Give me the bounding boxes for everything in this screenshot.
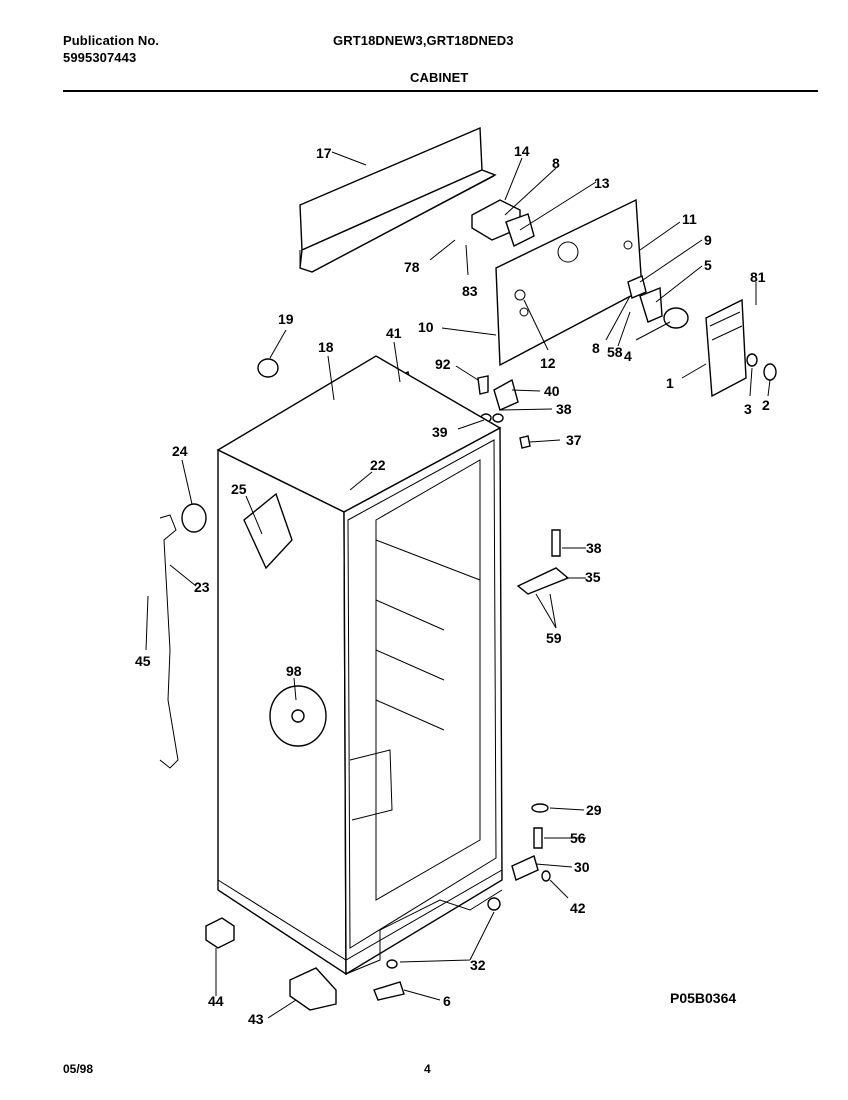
callout-2: 2	[762, 397, 770, 413]
cap-part	[257, 358, 279, 378]
bracket-part	[471, 199, 535, 247]
callout-3: 3	[744, 401, 752, 417]
publication-number: 5995307443	[63, 50, 137, 65]
callout-37: 37	[566, 432, 582, 448]
bottom-parts	[511, 803, 551, 882]
light-housing-part	[705, 298, 777, 398]
footer-date: 05/98	[63, 1062, 94, 1076]
callout-14: 14	[514, 143, 530, 159]
callout-18: 18	[318, 339, 334, 355]
callout-24: 24	[172, 443, 188, 459]
callout-29: 29	[586, 802, 602, 818]
trim-panel-part	[299, 126, 497, 273]
callout-10: 10	[418, 319, 434, 335]
callout-42: 42	[570, 900, 586, 916]
callout-13: 13	[594, 175, 610, 191]
callout-92: 92	[435, 356, 451, 372]
callout-59: 59	[546, 630, 562, 646]
callout-22: 22	[370, 457, 386, 473]
section-title: CABINET	[410, 70, 469, 85]
callout-81: 81	[750, 269, 766, 285]
callout-43: 43	[248, 1011, 264, 1027]
lower-hinge-parts	[516, 529, 570, 595]
callout-9: 9	[704, 232, 712, 248]
header-rule	[63, 90, 818, 92]
cabinet-body	[216, 355, 503, 976]
top-hinge-parts	[477, 375, 531, 449]
thermostat-parts	[627, 275, 689, 329]
callout-4: 4	[624, 348, 632, 364]
callout-8: 8	[592, 340, 600, 356]
callout-39: 39	[432, 424, 448, 440]
callout-25: 25	[231, 481, 247, 497]
callout-23: 23	[194, 579, 210, 595]
callout-6: 6	[443, 993, 451, 1009]
callout-44: 44	[208, 993, 224, 1009]
callout-11: 11	[682, 211, 697, 227]
callout-41: 41	[386, 325, 402, 341]
callout-1: 1	[666, 375, 674, 391]
callout-19: 19	[278, 311, 294, 327]
callout-40: 40	[544, 383, 560, 399]
model-numbers: GRT18DNEW3,GRT18DNED3	[333, 33, 514, 48]
footer-page-number: 4	[424, 1062, 431, 1076]
leader-lines	[145, 151, 771, 1019]
callout-8: 8	[552, 155, 560, 171]
callout-12: 12	[540, 355, 556, 371]
side-parts	[159, 492, 327, 769]
figure-code: P05B0364	[670, 990, 736, 1006]
callout-58: 58	[607, 344, 623, 360]
callout-17: 17	[316, 145, 332, 161]
callout-56: 56	[570, 830, 586, 846]
callout-38: 38	[556, 401, 572, 417]
callout-30: 30	[574, 859, 590, 875]
callout-38: 38	[586, 540, 602, 556]
callout-83: 83	[462, 283, 478, 299]
callout-32: 32	[470, 957, 486, 973]
feet-parts	[205, 897, 501, 1011]
callout-5: 5	[704, 257, 712, 273]
callout-45: 45	[135, 653, 151, 669]
callout-98: 98	[286, 663, 302, 679]
callout-35: 35	[585, 569, 601, 585]
callout-78: 78	[404, 259, 420, 275]
publication-label: Publication No.	[63, 33, 160, 48]
